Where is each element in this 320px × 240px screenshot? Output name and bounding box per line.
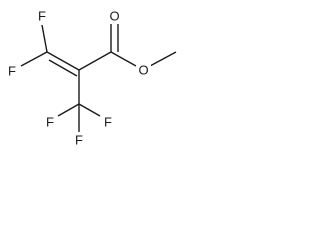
atom-label-f-cf3-right: F [104,115,112,130]
atom-label-o-ester: O [138,63,148,78]
atom-o-ester: O [136,62,151,78]
atom-labels: F F O O F F F [5,8,151,148]
bond-c1-c2 [46,51,80,71]
atom-label-f-left: F [8,64,16,79]
bond-c4-f-left [57,103,80,117]
atom-f-cf3-left: F [43,114,57,130]
atom-f-left: F [5,63,19,79]
bond-c1-c2-second [48,59,78,77]
bond-c2-c3 [78,51,112,71]
structure-diagram: F F O O F F F [5,8,177,148]
atom-o-carbonyl: O [107,8,122,24]
atom-label-f-cf3-bottom: F [75,133,83,148]
atom-label-f-cf3-left: F [46,115,54,130]
bond-c3-o-ester [110,51,137,67]
bonds [20,24,177,132]
atom-label-o-carbonyl: O [109,9,119,24]
atom-f-top: F [35,8,49,24]
bond-c4-f-right [78,103,101,117]
bond-c1-f-top [41,24,48,53]
bond-c1-f-left [20,51,48,67]
atom-f-cf3-bottom: F [72,132,86,148]
atom-label-f-top: F [38,9,46,24]
bond-o-ester-methyl [149,51,177,67]
atom-f-cf3-right: F [101,114,115,130]
